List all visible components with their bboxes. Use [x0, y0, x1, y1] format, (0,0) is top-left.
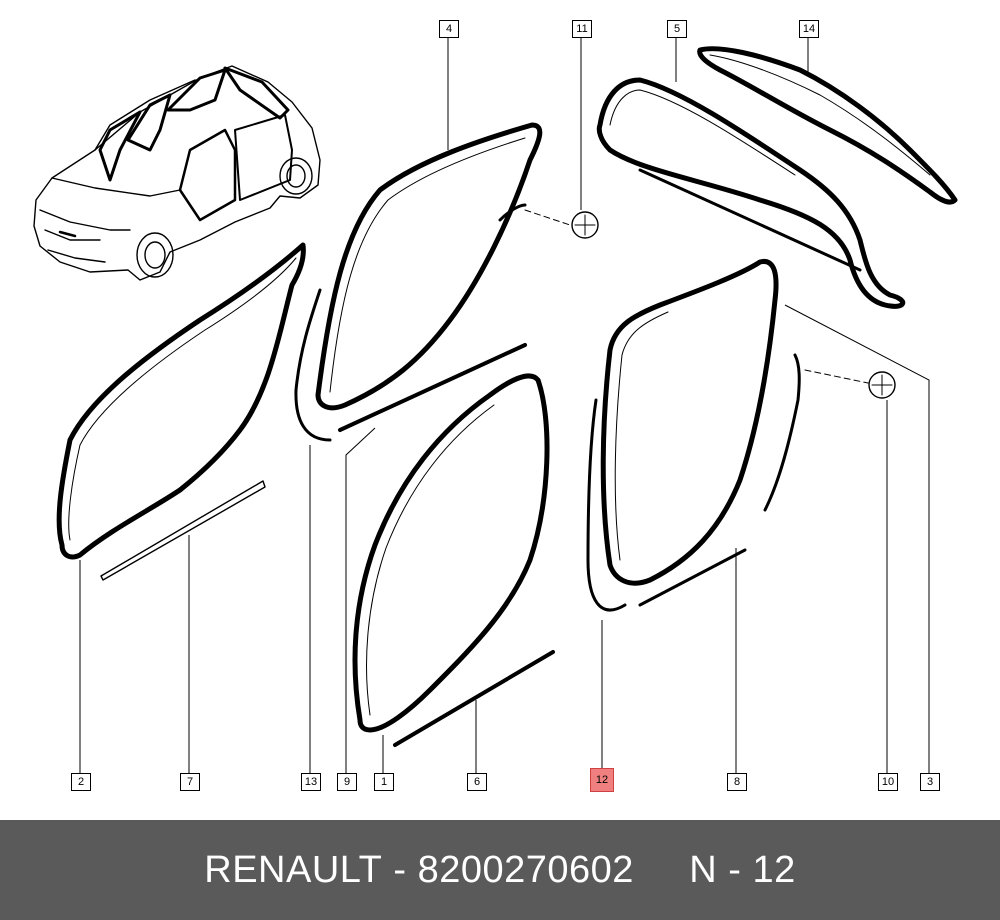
brand-name: RENAULT: [204, 848, 383, 891]
callout-5: 5: [667, 20, 687, 38]
leader-lines: [79, 37, 930, 773]
callout-14: 14: [799, 20, 819, 38]
clip-11-icon: [571, 211, 599, 239]
seal-4: [315, 122, 543, 411]
callout-10: 10: [878, 773, 898, 791]
callout-1: 1: [374, 773, 394, 791]
callout-7: 7: [180, 773, 200, 791]
clip-10-icon: [868, 371, 896, 399]
door-seals-diagram: [33, 37, 958, 773]
strip-6: [393, 650, 555, 747]
callout-13: 13: [301, 773, 321, 791]
strip-13: [294, 288, 332, 442]
seal-3: [600, 258, 779, 586]
callout-8: 8: [727, 773, 747, 791]
seal-2: [56, 242, 306, 560]
callout-12-highlighted: 12: [590, 768, 614, 792]
part-number: 8200270602: [417, 848, 634, 891]
seal-1: [352, 373, 550, 733]
caption-separator: -: [382, 848, 418, 891]
reference-number: N - 12: [689, 848, 796, 891]
car-illustration: [33, 65, 321, 281]
caption-gap: [634, 849, 689, 892]
seal-5: [596, 77, 905, 309]
strip-12: [586, 398, 627, 612]
callout-4: 4: [439, 20, 459, 38]
callout-6: 6: [467, 773, 487, 791]
callout-9: 9: [337, 773, 357, 791]
strip-9: [338, 343, 527, 432]
seal-14: [697, 46, 958, 205]
callout-3: 3: [920, 773, 940, 791]
strip-7: [100, 480, 266, 581]
callout-11: 11: [572, 20, 592, 38]
strip-8: [638, 548, 747, 607]
callout-2: 2: [71, 773, 91, 791]
footer-caption: RENAULT - 8200270602 N - 12: [0, 820, 1000, 920]
